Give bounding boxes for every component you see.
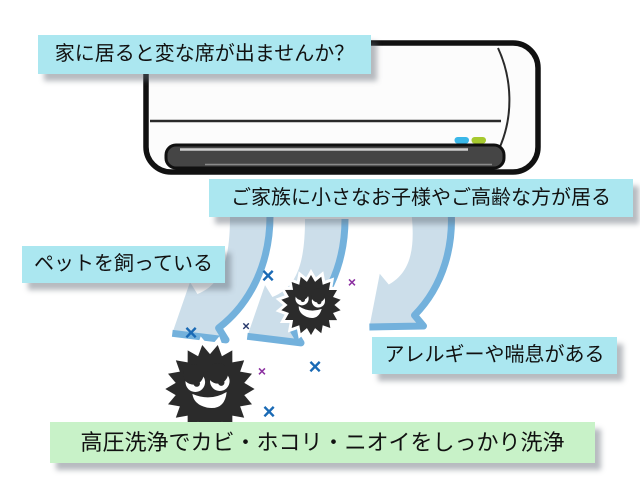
airflow-arrow (353, 197, 467, 333)
callout-allergy-asthma: アレルギーや喘息がある (372, 337, 617, 374)
callout-family-children-elderly: ご家族に小さなお子様やご高齢な方が居る (209, 179, 633, 217)
ac-side-panel-curve (497, 47, 511, 150)
ac-indicator-blue-light (454, 137, 469, 144)
callout-strange-smell: 家に居ると変な席が出ませんか？ (38, 35, 371, 74)
ac-indicator-green-light (471, 137, 486, 144)
callout-pets: ペットを飼っている (22, 246, 225, 283)
callout-high-pressure-cleaning: 高圧洗浄でカビ・ホコリ・ニオイをしっかり洗浄 (50, 422, 595, 463)
air-conditioner-illustration (143, 40, 541, 175)
